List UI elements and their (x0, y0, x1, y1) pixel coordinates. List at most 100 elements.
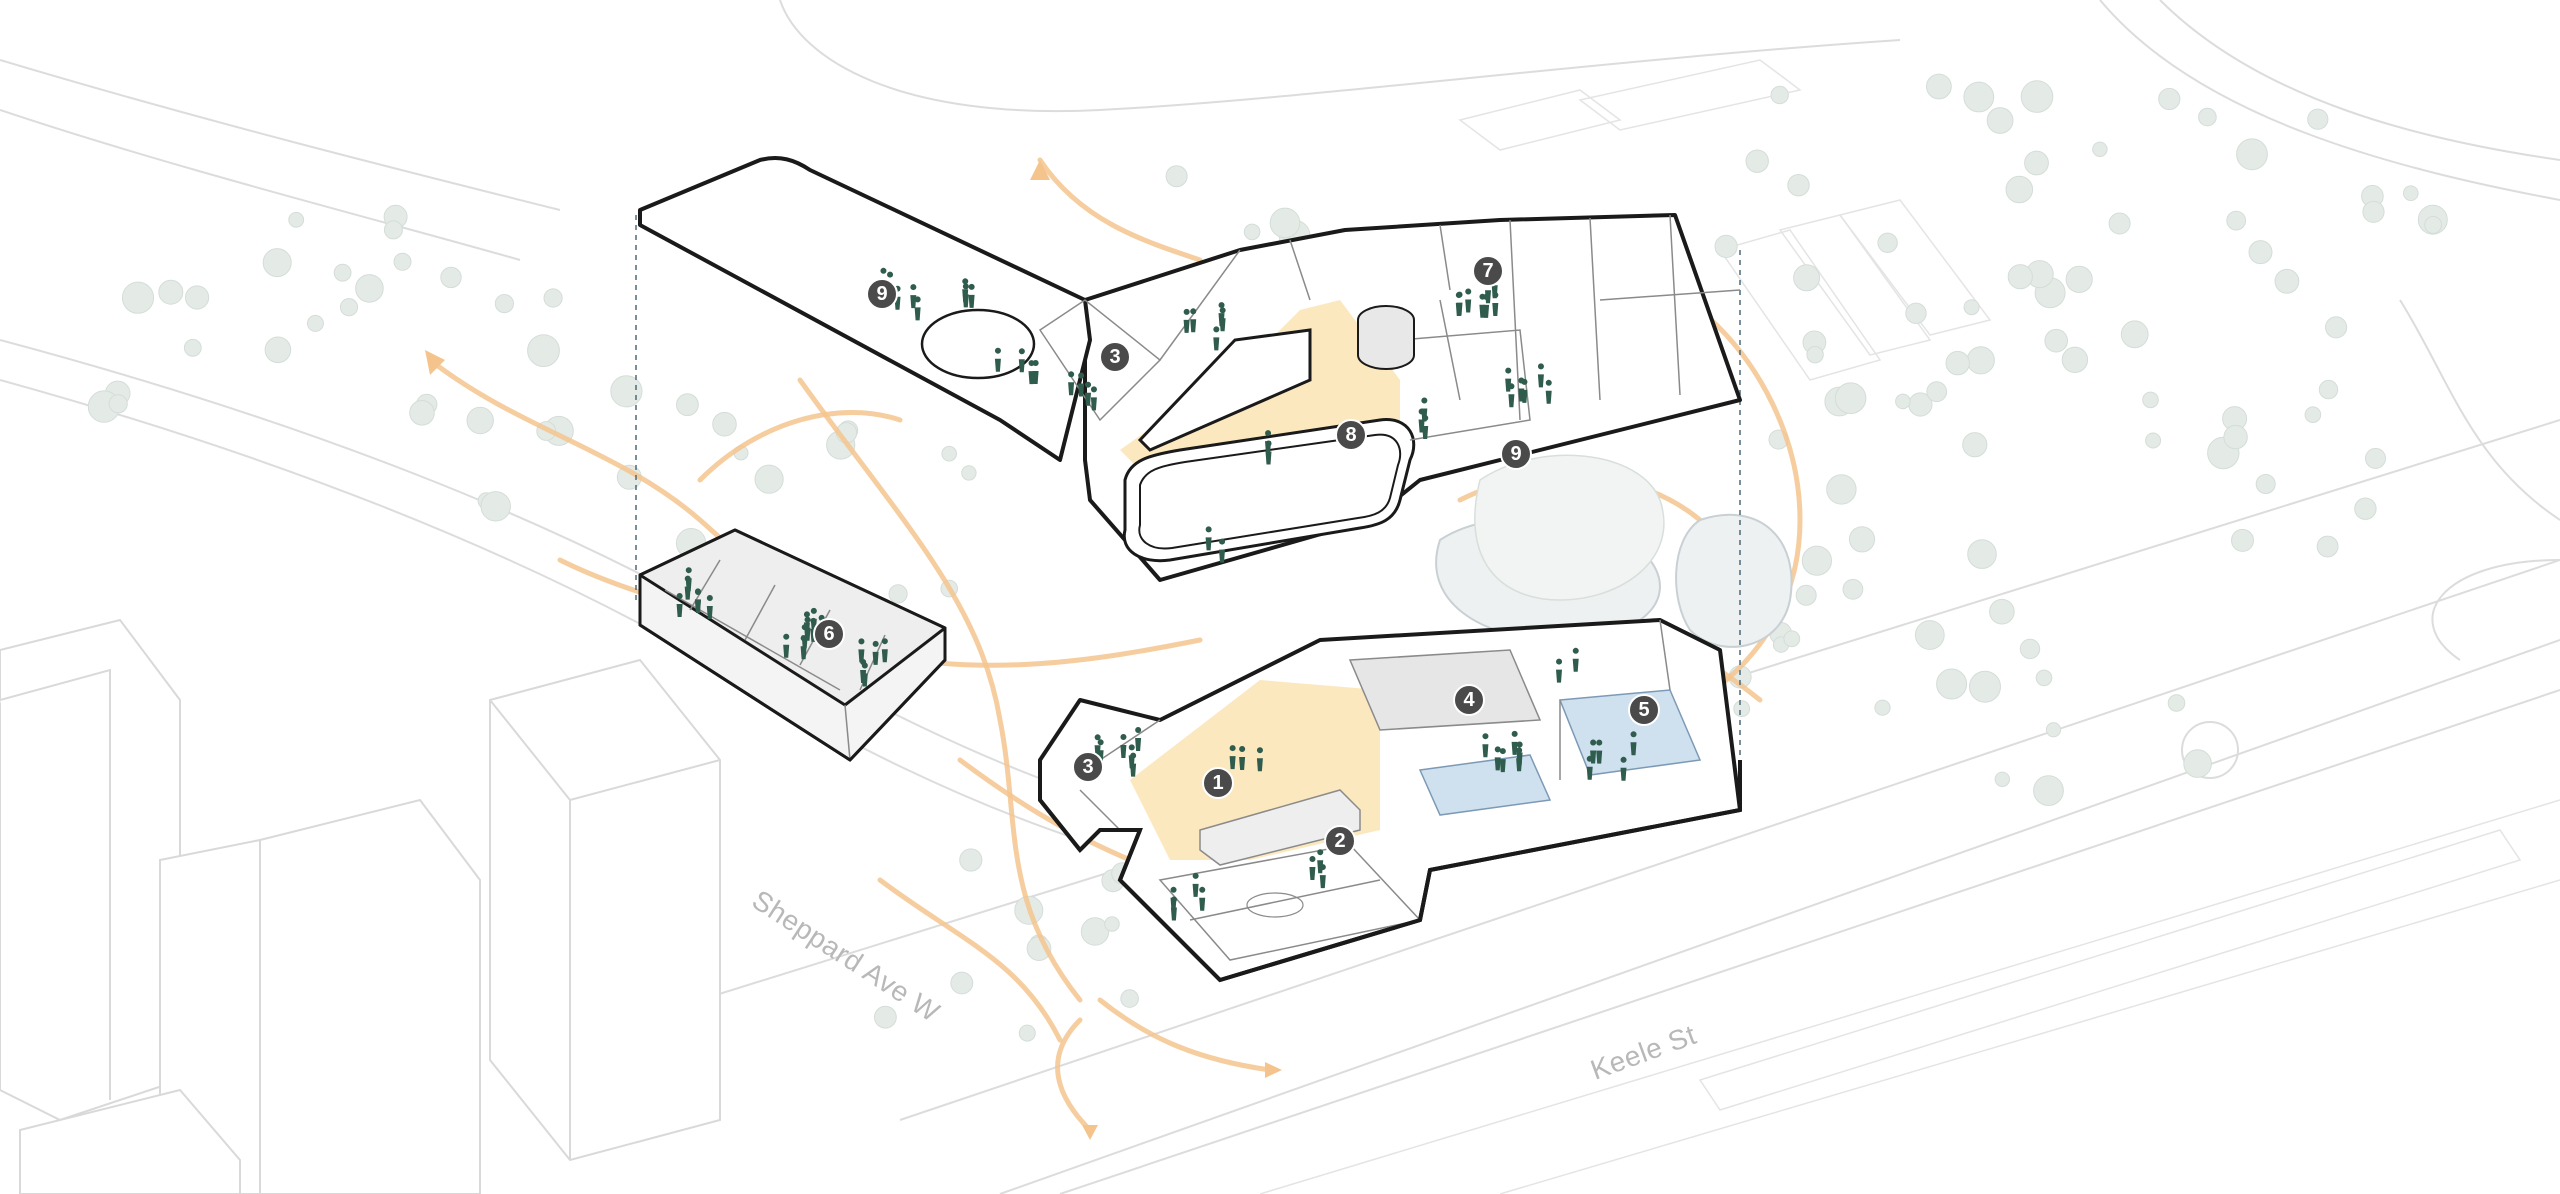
tree-icon (2092, 141, 2108, 158)
tree-icon (1770, 85, 1789, 105)
person-icon (1422, 415, 1429, 439)
person-icon (676, 593, 683, 617)
person-icon (706, 595, 713, 619)
tree-icon (1967, 539, 1997, 569)
tree-icon (1826, 474, 1857, 505)
tree-icon (1269, 207, 1301, 239)
marker-6: 6 (813, 618, 845, 650)
tree-icon (1834, 382, 1867, 415)
tree-icon (2007, 264, 2033, 290)
tree-icon (2045, 722, 2062, 738)
tree-icon (2325, 316, 2348, 339)
tree-icon (480, 491, 511, 522)
person-icon (1239, 746, 1246, 770)
svg-text:5: 5 (1638, 699, 1649, 721)
tree-icon (1795, 584, 1817, 606)
tree-icon (183, 338, 202, 357)
person-icon (1485, 279, 1492, 304)
person-icon (861, 662, 868, 687)
tree-icon (2316, 535, 2339, 558)
tree-icon (1963, 299, 1980, 316)
person-icon (1630, 731, 1637, 756)
person-icon (1090, 386, 1097, 411)
tree-icon (2403, 185, 2419, 201)
tree-icon (2020, 80, 2054, 113)
tree-icon (1936, 668, 1968, 700)
tree-icon (1895, 393, 1911, 410)
person-icon (1516, 741, 1523, 766)
person-icon (1620, 756, 1627, 781)
person-icon (1170, 896, 1177, 921)
person-icon (1085, 381, 1092, 406)
pavilion-building (638, 528, 947, 762)
tree-icon (2362, 200, 2385, 223)
person-icon (1537, 363, 1544, 388)
tree-icon (2198, 107, 2217, 127)
tree-icon (1986, 107, 2014, 134)
tree-icon (754, 464, 784, 494)
person-icon (1492, 292, 1499, 316)
tree-icon (158, 279, 184, 305)
tree-icon (712, 411, 737, 437)
tree-icon (527, 334, 560, 368)
tree-icon (676, 393, 699, 417)
person-icon (1491, 274, 1498, 299)
tree-icon (543, 288, 563, 308)
svg-text:3: 3 (1109, 346, 1120, 368)
tree-icon (941, 445, 958, 462)
tree-icon (2120, 320, 2149, 349)
person-icon (1032, 360, 1039, 384)
people-figures (676, 267, 1637, 921)
tree-icon (1018, 1024, 1036, 1042)
tree-icon (1745, 149, 1769, 173)
person-icon (783, 633, 790, 658)
person-icon (881, 638, 888, 663)
upper-wing (638, 156, 1742, 582)
person-icon (1494, 746, 1501, 771)
tree-icon (383, 220, 403, 240)
person-icon (1465, 288, 1472, 313)
tree-icon (1926, 381, 1948, 403)
tree-icon (1842, 578, 1864, 600)
tree-icon (2304, 406, 2322, 424)
person-icon (1256, 747, 1263, 772)
person-icon (1229, 745, 1236, 770)
tree-icon (2183, 749, 2212, 778)
tree-icon (2248, 240, 2273, 265)
person-icon (962, 283, 969, 308)
person-icon (1499, 748, 1506, 773)
svg-text:6: 6 (823, 623, 834, 645)
marker-3-lower: 3 (1072, 751, 1104, 783)
tree-icon (339, 298, 359, 317)
tree-icon (1080, 917, 1110, 946)
tree-icon (333, 263, 352, 282)
svg-text:9: 9 (1510, 443, 1521, 465)
person-icon (1572, 647, 1579, 672)
tree-icon (1733, 700, 1751, 718)
tree-icon (2145, 432, 2162, 449)
tree-icon (2158, 87, 2181, 111)
person-icon (1183, 308, 1190, 333)
tree-icon (2231, 528, 2254, 552)
tree-icon (2024, 150, 2049, 176)
tree-icon (1926, 73, 1952, 100)
tree-icon (1914, 620, 1945, 650)
person-icon (1199, 886, 1206, 911)
tree-icon (1962, 432, 1988, 458)
tree-icon (1905, 302, 1927, 324)
tree-icon (2223, 424, 2248, 450)
person-icon (1018, 348, 1025, 373)
tree-icon (1989, 598, 2015, 625)
tree-icon (2424, 216, 2443, 234)
person-icon (1192, 872, 1199, 897)
person-icon (1505, 367, 1512, 392)
person-icon (801, 624, 808, 649)
tree-icon (355, 274, 384, 303)
tree-icon (121, 281, 155, 314)
marker-5: 5 (1628, 694, 1660, 726)
person-icon (1120, 734, 1127, 758)
marker-1: 1 (1202, 767, 1234, 799)
tree-icon (2274, 268, 2300, 294)
person-icon (1068, 371, 1075, 396)
